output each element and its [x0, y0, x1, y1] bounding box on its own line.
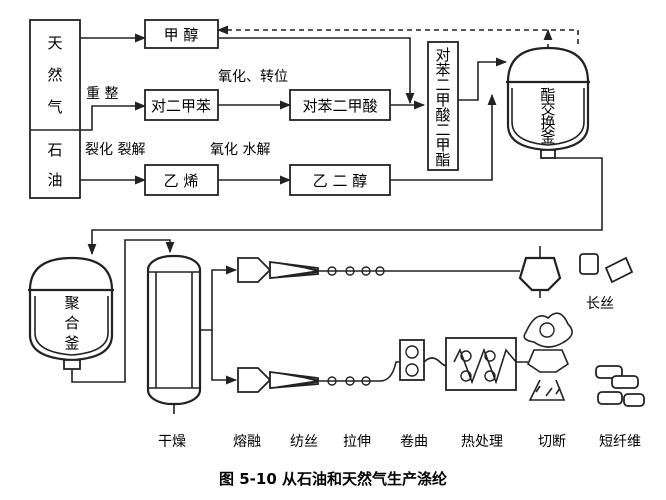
ethylene-glycol-label: 乙 二 醇 [313, 172, 368, 190]
cutter [523, 312, 573, 401]
dryer-column [146, 254, 202, 414]
cracking-label: 裂化 裂解 [85, 142, 145, 158]
natural-gas-label-1: 天 [47, 34, 62, 52]
step-crimping: 卷曲 [400, 434, 428, 450]
esterification-label-1: 酯 [540, 86, 555, 104]
dmt-label: 对 苯 二 甲 酸 二 甲 酯 [435, 46, 450, 169]
svg-text:苯: 苯 [435, 61, 450, 79]
polymerization-label-1: 聚 [64, 294, 79, 312]
svg-text:甲: 甲 [435, 136, 450, 154]
filament-label: 长丝 [586, 296, 614, 312]
p-xylene-label: 对二甲苯 [151, 97, 211, 115]
polymerization-vessel: 聚 合 釜 [28, 256, 114, 370]
figure-caption: 图 5-10 从石油和天然气生产涤纶 [219, 470, 447, 488]
filament-line [237, 246, 562, 298]
oxidation-isomerization-label: 氧化、转位 [218, 69, 288, 85]
methanol-recycle-line [216, 25, 579, 48]
staple-fiber-bundles [595, 365, 645, 407]
esterification-label-2: 交 [540, 100, 555, 118]
svg-text:甲: 甲 [435, 91, 450, 109]
terephthalic-acid-label: 对苯二甲酸 [302, 97, 377, 115]
natural-gas-label-3: 气 [47, 98, 62, 116]
polymerization-label-2: 合 [64, 314, 79, 332]
dmt-box [427, 41, 459, 171]
esterification-label-3: 换 [540, 114, 555, 132]
reforming-label: 重 整 [86, 86, 118, 102]
svg-text:对: 对 [435, 46, 450, 64]
step-drawing: 拉伸 [343, 434, 371, 450]
ethylene-label: 乙 烯 [164, 172, 199, 190]
oxidation-hydrolysis-label: 氧化 水解 [210, 142, 270, 158]
petroleum-label-2: 油 [47, 171, 62, 189]
svg-text:二: 二 [435, 121, 450, 139]
filament-packages [579, 253, 634, 284]
step-spinning: 纺丝 [290, 434, 318, 450]
svg-text:酯: 酯 [435, 151, 450, 169]
petroleum-label-1: 石 [47, 141, 62, 159]
svg-text:二: 二 [435, 76, 450, 94]
step-heat-treatment: 热处理 [461, 434, 503, 450]
esterification-label-4: 釜 [540, 128, 555, 146]
esterification-vessel: 酯 交 换 釜 [506, 46, 590, 159]
staple-line [237, 337, 528, 393]
raw-material-box: 天 然 气 石 油 [29, 19, 81, 199]
step-melting: 熔融 [233, 434, 261, 450]
step-cutting: 切断 [538, 434, 566, 450]
step-staple-fiber: 短纤维 [599, 434, 641, 450]
svg-text:酸: 酸 [435, 106, 450, 124]
methanol-label: 甲 醇 [164, 26, 199, 44]
step-drying: 干燥 [158, 434, 186, 450]
polymerization-label-3: 釜 [64, 334, 79, 352]
natural-gas-label-2: 然 [47, 66, 62, 84]
